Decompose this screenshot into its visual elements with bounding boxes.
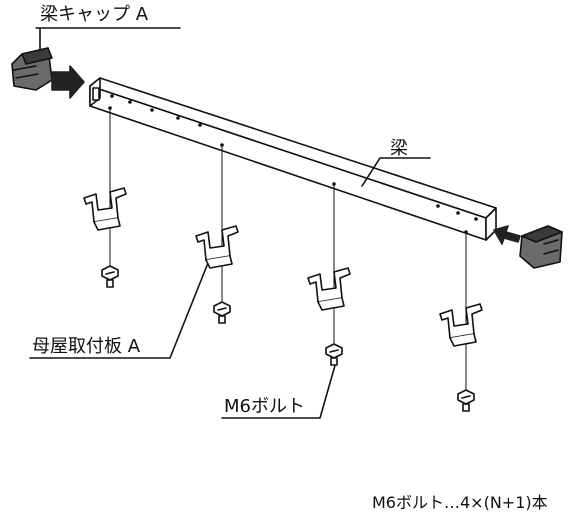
leader-bolt [221,361,337,419]
leader-purlin [29,257,211,359]
purlin-bracket-label: 母屋取付板 A [32,336,141,357]
leader-beam [361,157,431,187]
leader-cap [35,27,181,51]
bolt-quantity-note: M6ボルト…4×(N+1)本 [372,493,548,512]
arrow-right-icon [493,225,521,245]
arrow-left-icon [51,65,85,99]
bolt-3 [325,343,343,366]
beam-label: 梁 [390,138,408,159]
beam-cap-label: 梁キャップ A [40,4,149,25]
purlin-bracket-2 [195,225,239,269]
beam [89,77,497,241]
bolt-4 [457,389,475,412]
purlin-bracket-4 [439,303,483,347]
bolt-1 [101,265,119,288]
beam-cap-right [519,225,563,269]
bolt-label: M6ボルト [224,396,305,417]
bolt-2 [213,301,231,324]
purlin-bracket-3 [307,267,351,311]
purlin-bracket-1 [83,187,127,231]
beam-cap-left [11,47,53,91]
